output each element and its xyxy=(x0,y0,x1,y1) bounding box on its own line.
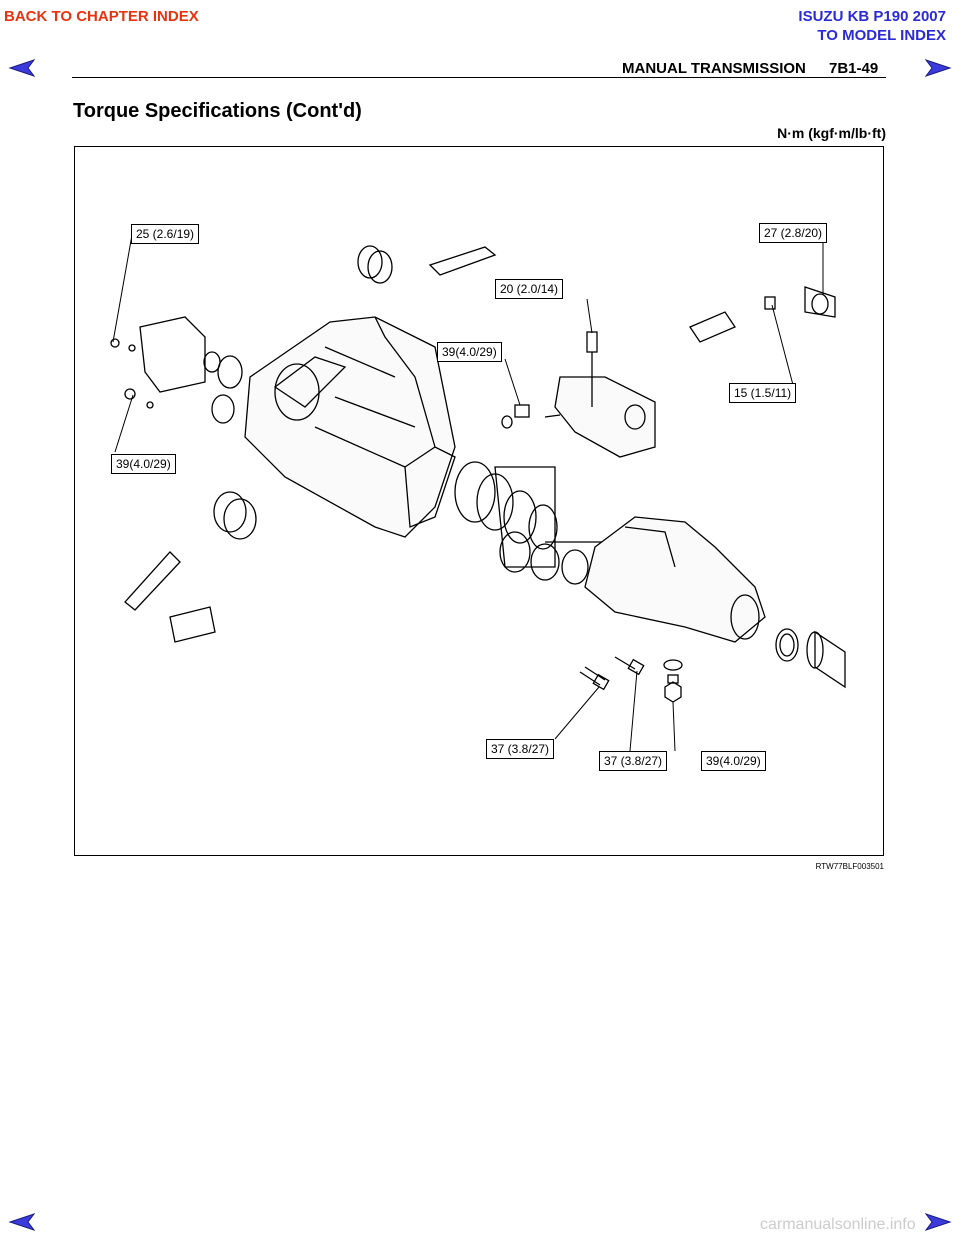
to-model-index-link[interactable]: TO MODEL INDEX xyxy=(817,27,946,44)
next-page-arrow-bottom-icon[interactable] xyxy=(924,1212,952,1232)
previous-page-arrow-icon[interactable] xyxy=(8,58,36,78)
section-title: MANUAL TRANSMISSION xyxy=(622,60,806,77)
previous-page-arrow-bottom-icon[interactable] xyxy=(8,1212,36,1232)
torque-callout-drain-plug: 39(4.0/29) xyxy=(701,751,766,771)
torque-callout-plug-left: 39(4.0/29) xyxy=(111,454,176,474)
torque-callout-plug-upper: 39(4.0/29) xyxy=(437,342,502,362)
model-title-link[interactable]: ISUZU KB P190 2007 xyxy=(798,8,946,25)
watermark: carmanualsonline.info xyxy=(760,1216,916,1233)
torque-callout-switch: 27 (2.8/20) xyxy=(759,223,828,243)
back-to-chapter-index-link[interactable]: BACK TO CHAPTER INDEX xyxy=(4,8,199,25)
torque-callout-bolt-b: 37 (3.8/27) xyxy=(599,751,668,771)
figure-code: RTW77BLF003501 xyxy=(815,862,884,871)
units-label: N·m (kgf·m/lb·ft) xyxy=(777,125,886,141)
page-number: 7B1-49 xyxy=(829,60,879,77)
next-page-arrow-icon[interactable] xyxy=(924,58,952,78)
page-title: Torque Specifications (Cont'd) xyxy=(73,100,362,122)
header-divider xyxy=(72,77,886,78)
torque-callout-speed-sensor-bolt: 15 (1.5/11) xyxy=(729,383,797,403)
transmission-exploded-drawing xyxy=(110,234,846,752)
torque-callout-front-cover-bolt: 25 (2.6/19) xyxy=(131,224,200,244)
exploded-diagram: 25 (2.6/19) 27 (2.8/20) 20 (2.0/14) 39(4… xyxy=(74,146,884,856)
torque-callout-shift-tower-bolt: 20 (2.0/14) xyxy=(495,279,564,299)
torque-callout-bolt-a: 37 (3.8/27) xyxy=(486,739,555,759)
